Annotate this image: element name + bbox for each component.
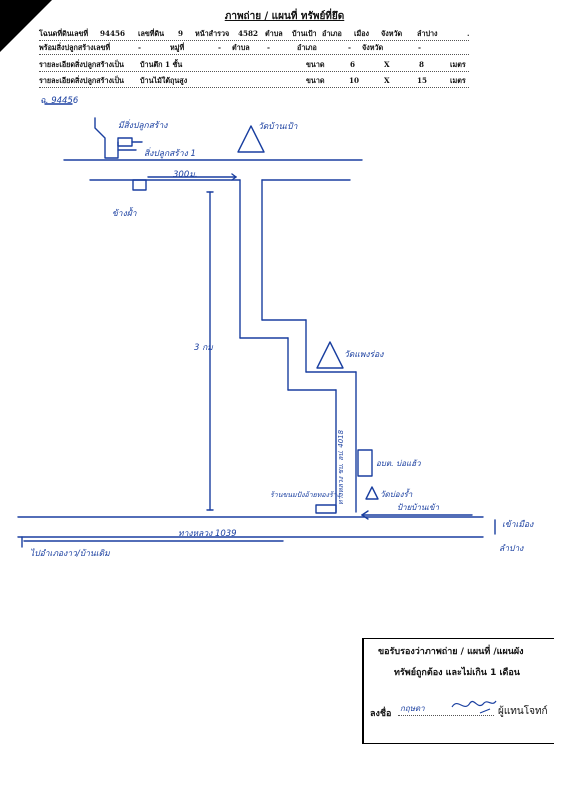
detail1-label: รายละเอียดสิ่งปลูกสร้างเป็น <box>39 60 124 69</box>
highway-label: ทางหลวง 1039 <box>178 529 237 539</box>
amphoe2: - <box>348 43 351 52</box>
province: ลำปาง <box>417 29 438 38</box>
size1-label: ขนาด <box>306 60 325 69</box>
dotted-line <box>39 40 469 41</box>
province2: - <box>418 43 421 52</box>
size2-label: ขนาด <box>306 76 325 85</box>
document-title: ภาพถ่าย / แผนที่ ทรัพย์ที่ยึด <box>224 11 345 22</box>
certification-box: ขอรับรองว่าภาพถ่าย / แผนที่ /แผนผัง ทรัพ… <box>362 638 554 744</box>
size1-x: X <box>384 60 390 69</box>
size2-length: 15 <box>417 76 428 85</box>
temple-low-label: วัดบ่องร้ำ <box>380 488 413 499</box>
row-end: . <box>467 29 470 38</box>
temple-mid-label: วัดแพงร่อง <box>344 350 384 360</box>
building-mark <box>117 137 133 147</box>
shop-mark <box>315 504 337 514</box>
signature-icon <box>451 700 497 714</box>
amphoe2-label: อำเภอ <box>297 43 317 52</box>
tambon2: - <box>267 43 270 52</box>
with-building: - <box>138 43 141 52</box>
temple-icon <box>237 125 265 153</box>
road-side-label: ทางหลวง ชบ. ลป. 4018 <box>337 429 345 505</box>
building-note-2: สิ่งปลูกสร้าง 1 <box>144 147 196 159</box>
scan-corner-mark <box>0 0 52 52</box>
sign-label: ลงชื่อ <box>370 709 392 719</box>
deed-label: โฉนดที่ดินเลขที่ <box>39 29 89 38</box>
detail2-label: รายละเอียดสิ่งปลูกสร้างเป็น <box>39 76 124 85</box>
dotted-line <box>39 71 469 72</box>
detail2: บ้านไม้ใต้ถุนสูง <box>140 76 188 85</box>
tambon-label: ตำบล <box>265 29 283 38</box>
parcel-outline <box>94 117 119 159</box>
survey-no: 4582 <box>238 29 259 38</box>
size1-length: 8 <box>419 60 425 69</box>
province2-label: จังหวัด <box>362 43 384 52</box>
water-label: ข้างฝ้ำ <box>112 207 137 219</box>
cert-line-1: ขอรับรองว่าภาพถ่าย / แผนที่ /แผนผัง <box>378 647 524 657</box>
temple-top-label: วัดบ้านเป้า <box>258 121 298 132</box>
signature-prefix: กฤษดา <box>400 704 425 713</box>
temple-icon <box>316 341 344 369</box>
size1-unit: เมตร <box>450 60 466 69</box>
obt-label: อบต. บ่อแฮ้ว <box>376 459 421 468</box>
detail1: บ้านตึก 1 ชั้น <box>140 60 183 69</box>
to-right-label-1: เข้าเมือง <box>502 519 534 530</box>
deed-number: 94456 <box>100 29 126 38</box>
tambon2-label: ตำบล <box>232 43 250 52</box>
size2-width: 10 <box>349 76 360 85</box>
dotted-line <box>39 54 469 55</box>
water-mark <box>132 179 147 191</box>
moo: - <box>218 43 221 52</box>
size2-unit: เมตร <box>450 76 466 85</box>
province-label: จังหวัด <box>381 29 403 38</box>
to-left-label: ไปอำเภองาว/บ้านเดิม <box>30 548 110 559</box>
temple-icon <box>365 486 379 500</box>
land-no-label: เลขที่ดิน <box>138 29 165 38</box>
shop-label: ร้านขนมปังอ้ายทองร้าง <box>270 491 341 499</box>
with-building-label: พร้อมสิ่งปลูกสร้างเลขที่ <box>39 43 111 52</box>
distance-vertical-label: 3 กม <box>194 343 213 353</box>
amphoe: เมือง <box>354 29 370 38</box>
building-note: มีสิ่งปลูกสร้าง <box>118 119 168 131</box>
obt-mark <box>357 449 373 477</box>
gate-label: ป้ายบ้านเข้า <box>397 503 440 512</box>
role-label: ผู้แทนโจทก์ <box>498 706 548 717</box>
cert-line-2: ทรัพย์ถูกต้อง และไม่เกิน 1 เดือน <box>394 668 520 678</box>
size1-width: 6 <box>350 60 356 69</box>
tambon: บ้านเป้า <box>292 29 317 38</box>
size2-x: X <box>384 76 390 85</box>
dotted-line <box>39 87 469 88</box>
to-right-label-2: ลำปาง <box>499 544 524 554</box>
survey-label: หน้าสำรวจ <box>195 29 230 38</box>
distance-top-label: 300ม. <box>173 170 198 180</box>
deed-map-label: ฉ. 94456 <box>40 96 79 106</box>
signature-line <box>398 715 494 716</box>
moo-label: หมู่ที่ <box>170 43 185 52</box>
amphoe-label: อำเภอ <box>322 29 342 38</box>
land-no: 9 <box>178 29 184 38</box>
